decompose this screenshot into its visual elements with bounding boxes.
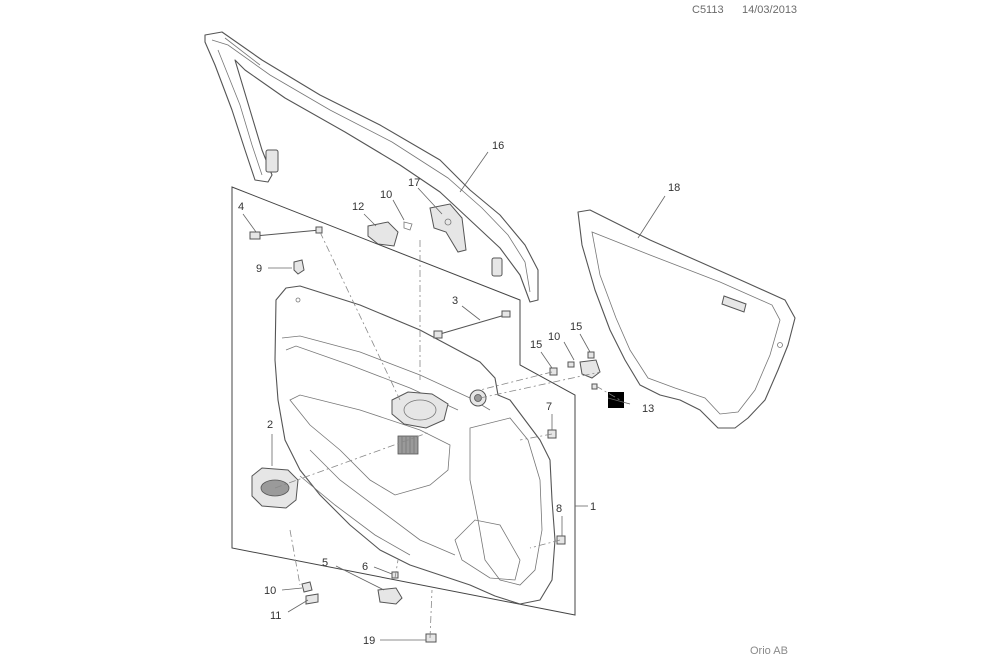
assembly-frame bbox=[231, 186, 576, 616]
leader-lines bbox=[242, 151, 666, 641]
callout-10-right: 10 bbox=[548, 331, 560, 343]
door-trim-panel bbox=[274, 285, 556, 605]
callout-19: 19 bbox=[363, 635, 375, 647]
lower-switch bbox=[377, 587, 403, 605]
callout-1: 1 bbox=[590, 501, 596, 513]
assembly-lines bbox=[274, 231, 621, 639]
diagram-code: C5113 bbox=[692, 4, 724, 16]
callout-10-top: 10 bbox=[380, 189, 392, 201]
seal-bracket bbox=[429, 203, 467, 253]
brand-footer: Orio AB bbox=[750, 645, 788, 657]
callout-17: 17 bbox=[408, 177, 420, 189]
callout-labels: 16 18 17 10 12 4 9 3 15 10 15 13 7 8 1 2… bbox=[238, 140, 680, 647]
callout-8: 8 bbox=[556, 503, 562, 515]
clip-9 bbox=[293, 259, 305, 275]
callout-9: 9 bbox=[256, 263, 262, 275]
release-cable-lower bbox=[433, 310, 511, 339]
clip-15-left bbox=[549, 367, 558, 376]
cap-11 bbox=[305, 593, 319, 605]
door-moisture-barrier bbox=[577, 209, 796, 429]
callout-3: 3 bbox=[452, 295, 458, 307]
screw-lower bbox=[301, 581, 313, 593]
callout-4: 4 bbox=[238, 201, 244, 213]
diagram-date: 14/03/2013 bbox=[742, 4, 798, 16]
clip-hole bbox=[295, 297, 301, 303]
callout-2: 2 bbox=[267, 419, 273, 431]
latch-bracket bbox=[567, 351, 601, 390]
clip-19 bbox=[425, 633, 437, 643]
callout-10-bottom: 10 bbox=[264, 585, 276, 597]
trim-cap bbox=[367, 221, 399, 247]
callout-15-right: 15 bbox=[570, 321, 582, 333]
callout-6: 6 bbox=[362, 561, 368, 573]
release-cable-upper bbox=[249, 226, 323, 240]
callout-13: 13 bbox=[642, 403, 654, 415]
clip-8 bbox=[556, 535, 566, 545]
callout-11: 11 bbox=[270, 610, 281, 622]
window-frame-seal bbox=[204, 31, 539, 303]
callout-18: 18 bbox=[668, 182, 680, 194]
callout-12: 12 bbox=[352, 201, 364, 213]
callout-5: 5 bbox=[322, 557, 328, 569]
callout-7: 7 bbox=[546, 401, 552, 413]
callout-16: 16 bbox=[492, 140, 504, 152]
callout-15-left: 15 bbox=[530, 339, 542, 351]
screw-upper bbox=[403, 221, 413, 231]
